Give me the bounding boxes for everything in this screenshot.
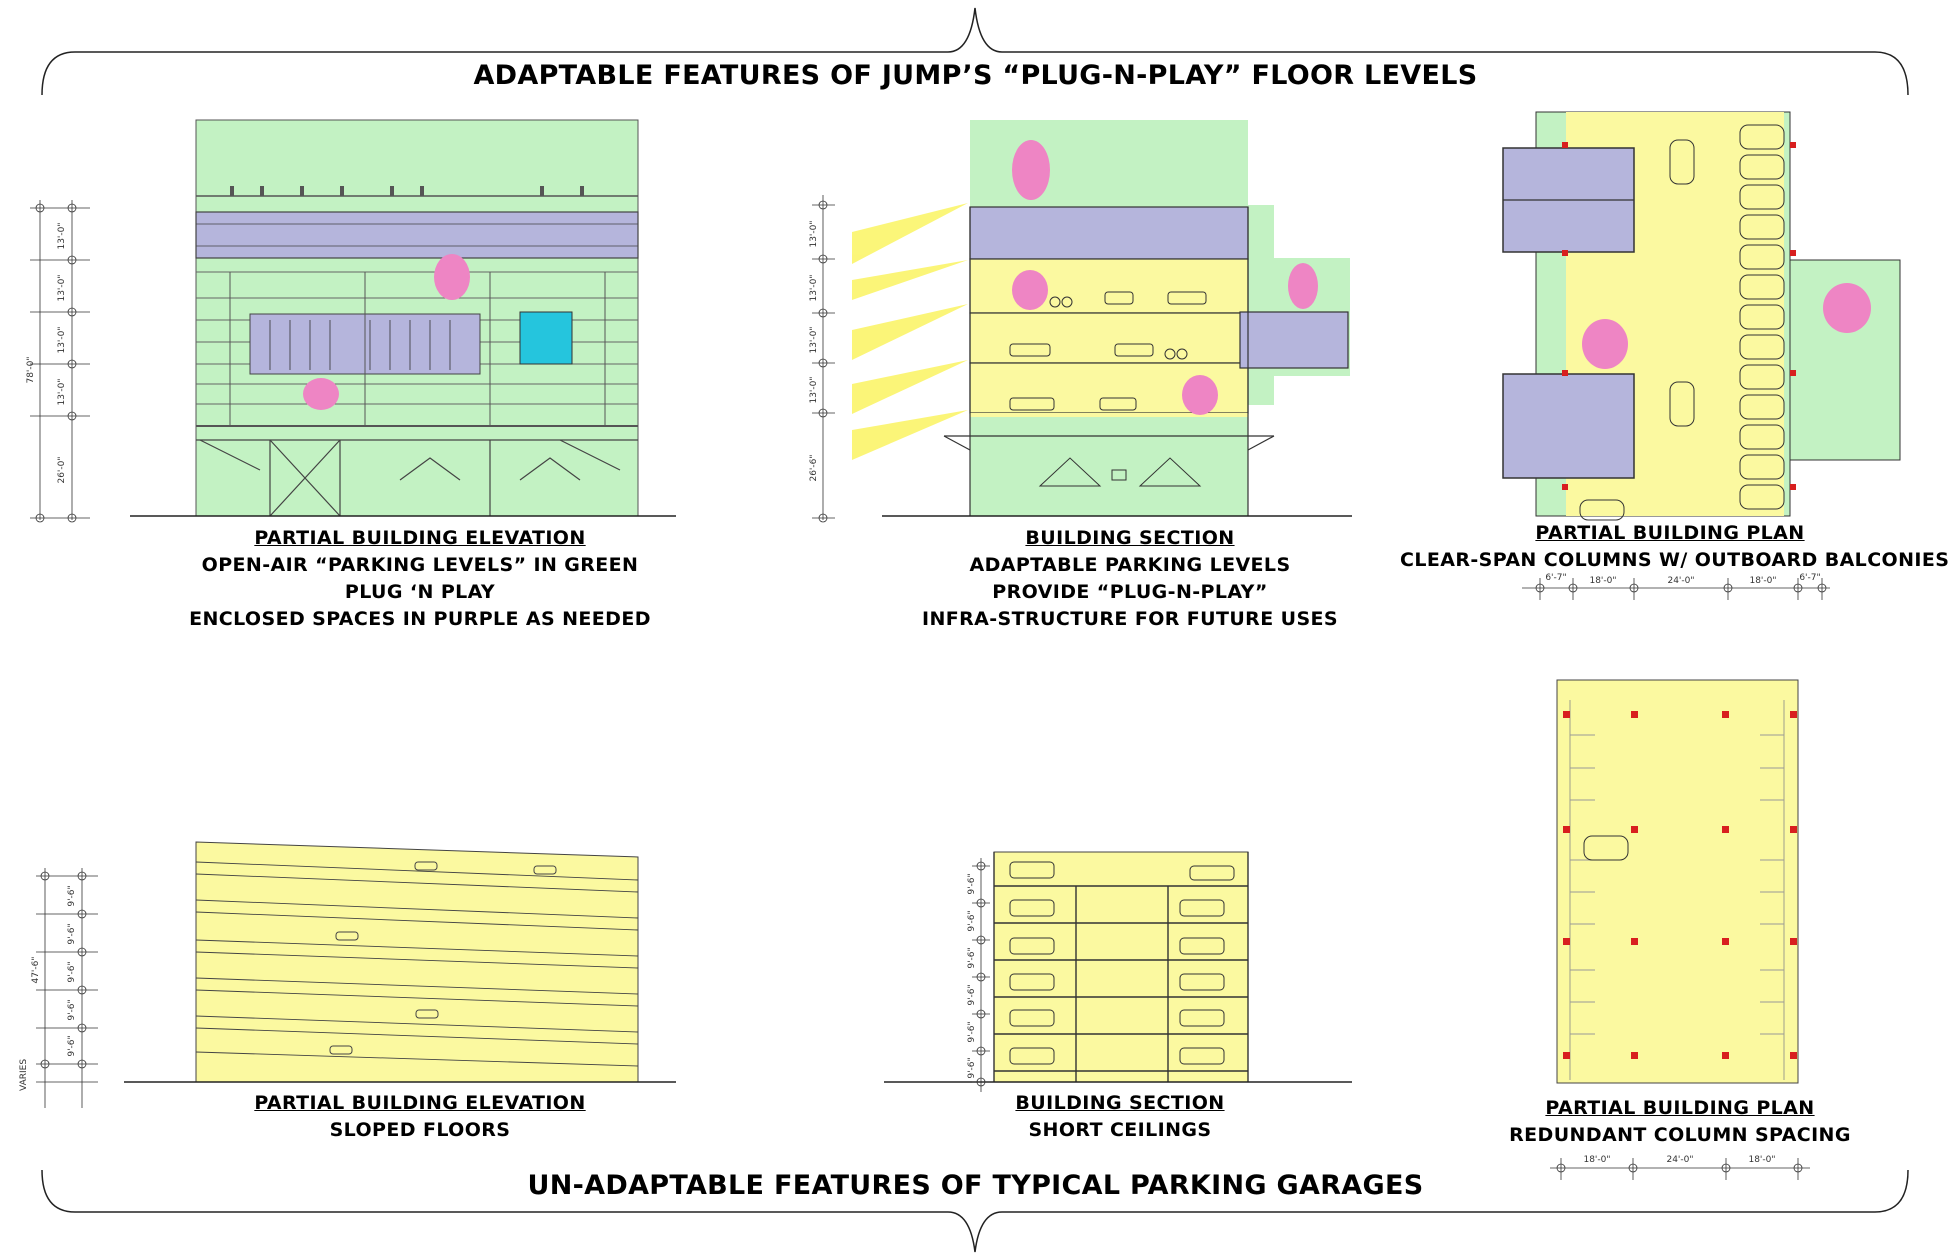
dim-label: 13'-0" — [809, 326, 819, 353]
cyan-panel — [519, 311, 573, 365]
short-ceilings-section-drawing — [884, 851, 1352, 1083]
caption-line: PLUG ‘N PLAY — [344, 581, 496, 603]
dim-label: 18'-0" — [1748, 1155, 1775, 1165]
pink-marker — [434, 254, 470, 300]
dim-label: 13'-0" — [809, 376, 819, 403]
dim-label: 47'-6" — [31, 956, 41, 983]
pink-marker — [1182, 375, 1218, 415]
caption-adaptable-section: BUILDING SECTION ADAPTABLE PARKING LEVEL… — [900, 525, 1360, 633]
pink-marker — [1012, 270, 1048, 310]
pink-marker — [303, 378, 339, 410]
dim-label: 18'-0" — [1589, 576, 1616, 586]
caption-heading: PARTIAL BUILDING PLAN — [1545, 1097, 1815, 1119]
caption-unadaptable-plan: PARTIAL BUILDING PLAN REDUNDANT COLUMN S… — [1450, 1095, 1910, 1149]
pink-marker — [1582, 319, 1628, 369]
dim-label: 9'-6" — [967, 873, 977, 894]
caption-heading: BUILDING SECTION — [1015, 1092, 1225, 1114]
caption-adaptable-plan: PARTIAL BUILDING PLAN CLEAR-SPAN COLUMNS… — [1400, 520, 1950, 574]
dim-label: 26'-6" — [809, 454, 819, 481]
dim-label: 9'-6" — [967, 910, 977, 931]
dim-label: 24'-0" — [1667, 576, 1694, 586]
caption-line: ENCLOSED SPACES IN PURPLE AS NEEDED — [189, 608, 651, 630]
dim-label: 6'-7" — [1545, 573, 1566, 583]
caption-line: REDUNDANT COLUMN SPACING — [1509, 1124, 1851, 1146]
enclosed-band-top — [195, 211, 639, 259]
dim-label: 24'-0" — [1666, 1155, 1693, 1165]
elevation-dimension-string — [30, 200, 90, 523]
parking-level — [970, 413, 1248, 417]
sloped-dimension-string — [36, 868, 98, 1108]
dim-label: 9'-6" — [967, 947, 977, 968]
top-title: ADAPTABLE FEATURES OF JUMP’S “PLUG-N-PLA… — [473, 60, 1478, 91]
redundant-column-plan-drawing — [1556, 679, 1799, 1084]
adaptable-section-drawing — [852, 120, 1352, 517]
redundant-plan-dimension-string — [1550, 1158, 1810, 1180]
caption-line: OPEN-AIR “PARKING LEVELS” IN GREEN — [201, 554, 639, 576]
pink-marker — [1288, 263, 1318, 309]
bottom-title: UN-ADAPTABLE FEATURES OF TYPICAL PARKING… — [527, 1170, 1424, 1201]
caption-line: PROVIDE “PLUG-N-PLAY” — [992, 581, 1268, 603]
enclosed-level — [969, 206, 1249, 260]
dim-label: 9'-6" — [967, 984, 977, 1005]
dim-label: 78'-0" — [26, 356, 36, 383]
top-brace — [41, 7, 1909, 96]
caption-adaptable-elevation: PARTIAL BUILDING ELEVATION OPEN-AIR “PAR… — [180, 525, 660, 633]
short-ceilings-dimension-string — [972, 858, 990, 1092]
adaptable-elevation-drawing — [130, 119, 676, 517]
caption-unadaptable-section: BUILDING SECTION SHORT CEILINGS — [900, 1090, 1340, 1144]
dim-label: 18'-0" — [1749, 576, 1776, 586]
caption-unadaptable-elevation: PARTIAL BUILDING ELEVATION SLOPED FLOORS — [180, 1090, 660, 1144]
dim-label: 26'-0" — [57, 456, 67, 483]
dim-label: 13'-0" — [809, 220, 819, 247]
dim-label: 9'-6" — [67, 999, 77, 1020]
caption-heading: BUILDING SECTION — [1025, 527, 1235, 549]
outboard-balcony — [1239, 311, 1349, 369]
dim-label: 13'-0" — [57, 222, 67, 249]
dim-label: 9'-6" — [967, 1057, 977, 1078]
adaptable-plan-drawing — [1502, 111, 1901, 521]
dim-label: 13'-0" — [57, 378, 67, 405]
caption-line: SHORT CEILINGS — [1028, 1119, 1212, 1141]
pink-marker — [1823, 283, 1871, 333]
dim-label: VARIES — [19, 1059, 29, 1091]
dim-label: 9'-6" — [67, 923, 77, 944]
dim-label: 9'-6" — [967, 1021, 977, 1042]
caption-heading: PARTIAL BUILDING ELEVATION — [254, 527, 586, 549]
enclosed-core — [1502, 373, 1635, 479]
pink-marker — [1012, 140, 1050, 200]
dim-label: 18'-0" — [1583, 1155, 1610, 1165]
dim-label: 13'-0" — [57, 326, 67, 353]
dim-label: 6'-7" — [1799, 573, 1820, 583]
dim-label: 9'-6" — [67, 961, 77, 982]
caption-line: ADAPTABLE PARKING LEVELS — [969, 554, 1291, 576]
dim-label: 9'-6" — [67, 1035, 77, 1056]
caption-line: SLOPED FLOORS — [329, 1119, 511, 1141]
caption-line: INFRA-STRUCTURE FOR FUTURE USES — [921, 608, 1338, 630]
dim-label: 13'-0" — [57, 274, 67, 301]
parking-level — [969, 258, 1249, 314]
caption-line: CLEAR-SPAN COLUMNS W/ OUTBOARD BALCONIES — [1400, 549, 1950, 571]
plan-dimension-string-top — [1522, 578, 1830, 600]
caption-heading: PARTIAL BUILDING ELEVATION — [254, 1092, 586, 1114]
caption-heading: PARTIAL BUILDING PLAN — [1535, 522, 1805, 544]
dim-label: 13'-0" — [809, 274, 819, 301]
sloped-elevation-drawing — [124, 841, 676, 1083]
dim-label: 9'-6" — [67, 885, 77, 906]
bottom-brace — [41, 1169, 1909, 1253]
section-dimension-string — [812, 195, 835, 523]
